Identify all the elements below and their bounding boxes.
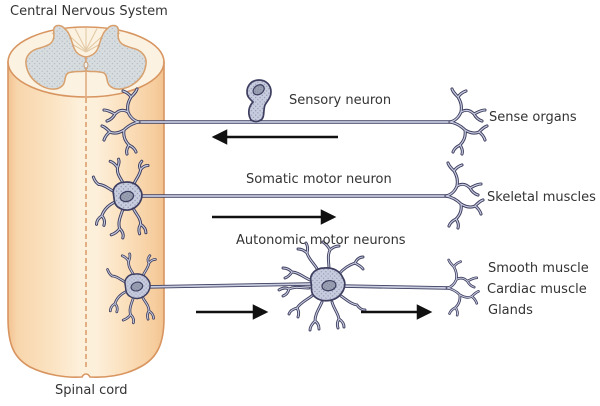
sensory-neuron-label: Sensory neuron: [289, 93, 392, 108]
sensory-neuron-illustration: [100, 79, 489, 156]
sensory-terminals-sense-organs: [448, 87, 489, 156]
sense-organs-label: Sense organs: [489, 110, 577, 125]
cardiac-muscle-label: Cardiac muscle: [487, 282, 587, 297]
title-label: Central Nervous System: [10, 4, 168, 19]
autonomic-motor-neurons-illustration: [108, 240, 480, 332]
sensory-cell-body: [246, 79, 272, 123]
somatic-motor-neuron-illustration: [93, 159, 485, 238]
autonomic-ganglion-neuron: [277, 240, 367, 332]
spinal-cord-label: Spinal cord: [55, 383, 128, 398]
central-canal: [83, 61, 89, 69]
smooth-muscle-label: Smooth muscle: [488, 261, 589, 276]
autonomic-terminals-effectors: [445, 258, 480, 317]
autonomic-motor-neurons-label: Autonomic motor neurons: [236, 233, 406, 248]
somatic-terminals-skeletal-muscles: [444, 161, 485, 230]
somatic-motor-neuron-label: Somatic motor neuron: [246, 172, 392, 187]
glands-label: Glands: [488, 303, 533, 318]
skeletal-muscles-label: Skeletal muscles: [487, 190, 596, 205]
